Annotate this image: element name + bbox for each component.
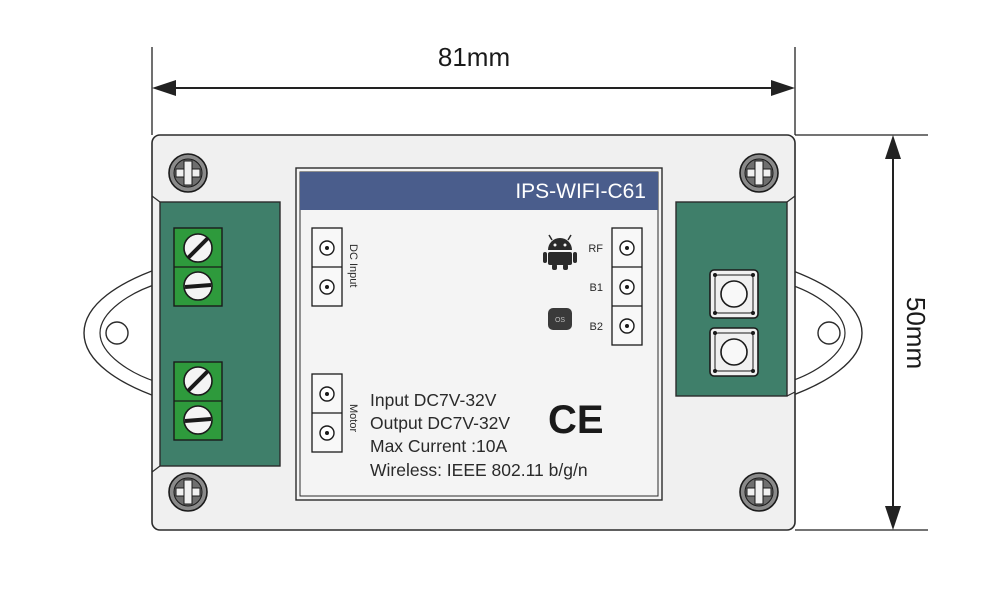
right-button-block (675, 201, 788, 397)
screw-terminal-lower[interactable] (173, 361, 223, 441)
screw-terminal-upper[interactable] (173, 227, 223, 307)
width-dimension: 81mm (151, 42, 796, 135)
mounting-ear-right (784, 267, 863, 399)
title-bar (300, 172, 658, 210)
spec-line-input: Input DC7V-32V (370, 390, 497, 410)
push-button-lower[interactable] (709, 327, 759, 377)
height-label: 50mm (901, 297, 931, 369)
b2-label: B2 (590, 321, 603, 333)
width-label: 81mm (438, 42, 510, 72)
spec-line-current: Max Current :10A (370, 436, 507, 456)
b1-label: B1 (590, 282, 603, 294)
motor-connector: Motor (311, 373, 359, 453)
mounting-hole-icon (817, 321, 841, 345)
dc-input-label: DC Input (347, 244, 359, 287)
mounting-ear-left (83, 267, 161, 399)
arrow-left-icon (152, 80, 176, 96)
mounting-hole-icon (105, 321, 129, 345)
rf-b1-b2-connector: RF B1 B2 (588, 227, 643, 346)
spec-line-output: Output DC7V-32V (370, 413, 510, 433)
push-button-upper[interactable] (709, 269, 759, 319)
os-badge-label: OS (555, 317, 565, 324)
corner-screw-top-right (739, 153, 779, 193)
android-icon (543, 234, 577, 270)
arrow-right-icon (771, 80, 795, 96)
arrow-down-icon (885, 506, 901, 530)
arrow-up-icon (885, 135, 901, 159)
model-title: IPS-WIFI-C61 (515, 180, 646, 203)
push-button-icon (720, 338, 748, 366)
push-button-icon (720, 280, 748, 308)
rf-label: RF (588, 243, 603, 255)
ce-mark-icon: CE (548, 398, 604, 442)
motor-label: Motor (347, 404, 359, 432)
corner-screw-bottom-right (739, 472, 779, 512)
corner-screw-bottom-left (168, 472, 208, 512)
dc-input-connector: DC Input (311, 227, 359, 307)
corner-screw-top-left (168, 153, 208, 193)
spec-line-wireless: Wireless: IEEE 802.11 b/g/n (370, 460, 588, 480)
height-dimension: 50mm (795, 134, 931, 531)
label-panel: IPS-WIFI-C61 DC Input Motor (295, 167, 663, 501)
os-badge-icon: OS (548, 308, 572, 330)
left-terminal-block (159, 201, 281, 467)
